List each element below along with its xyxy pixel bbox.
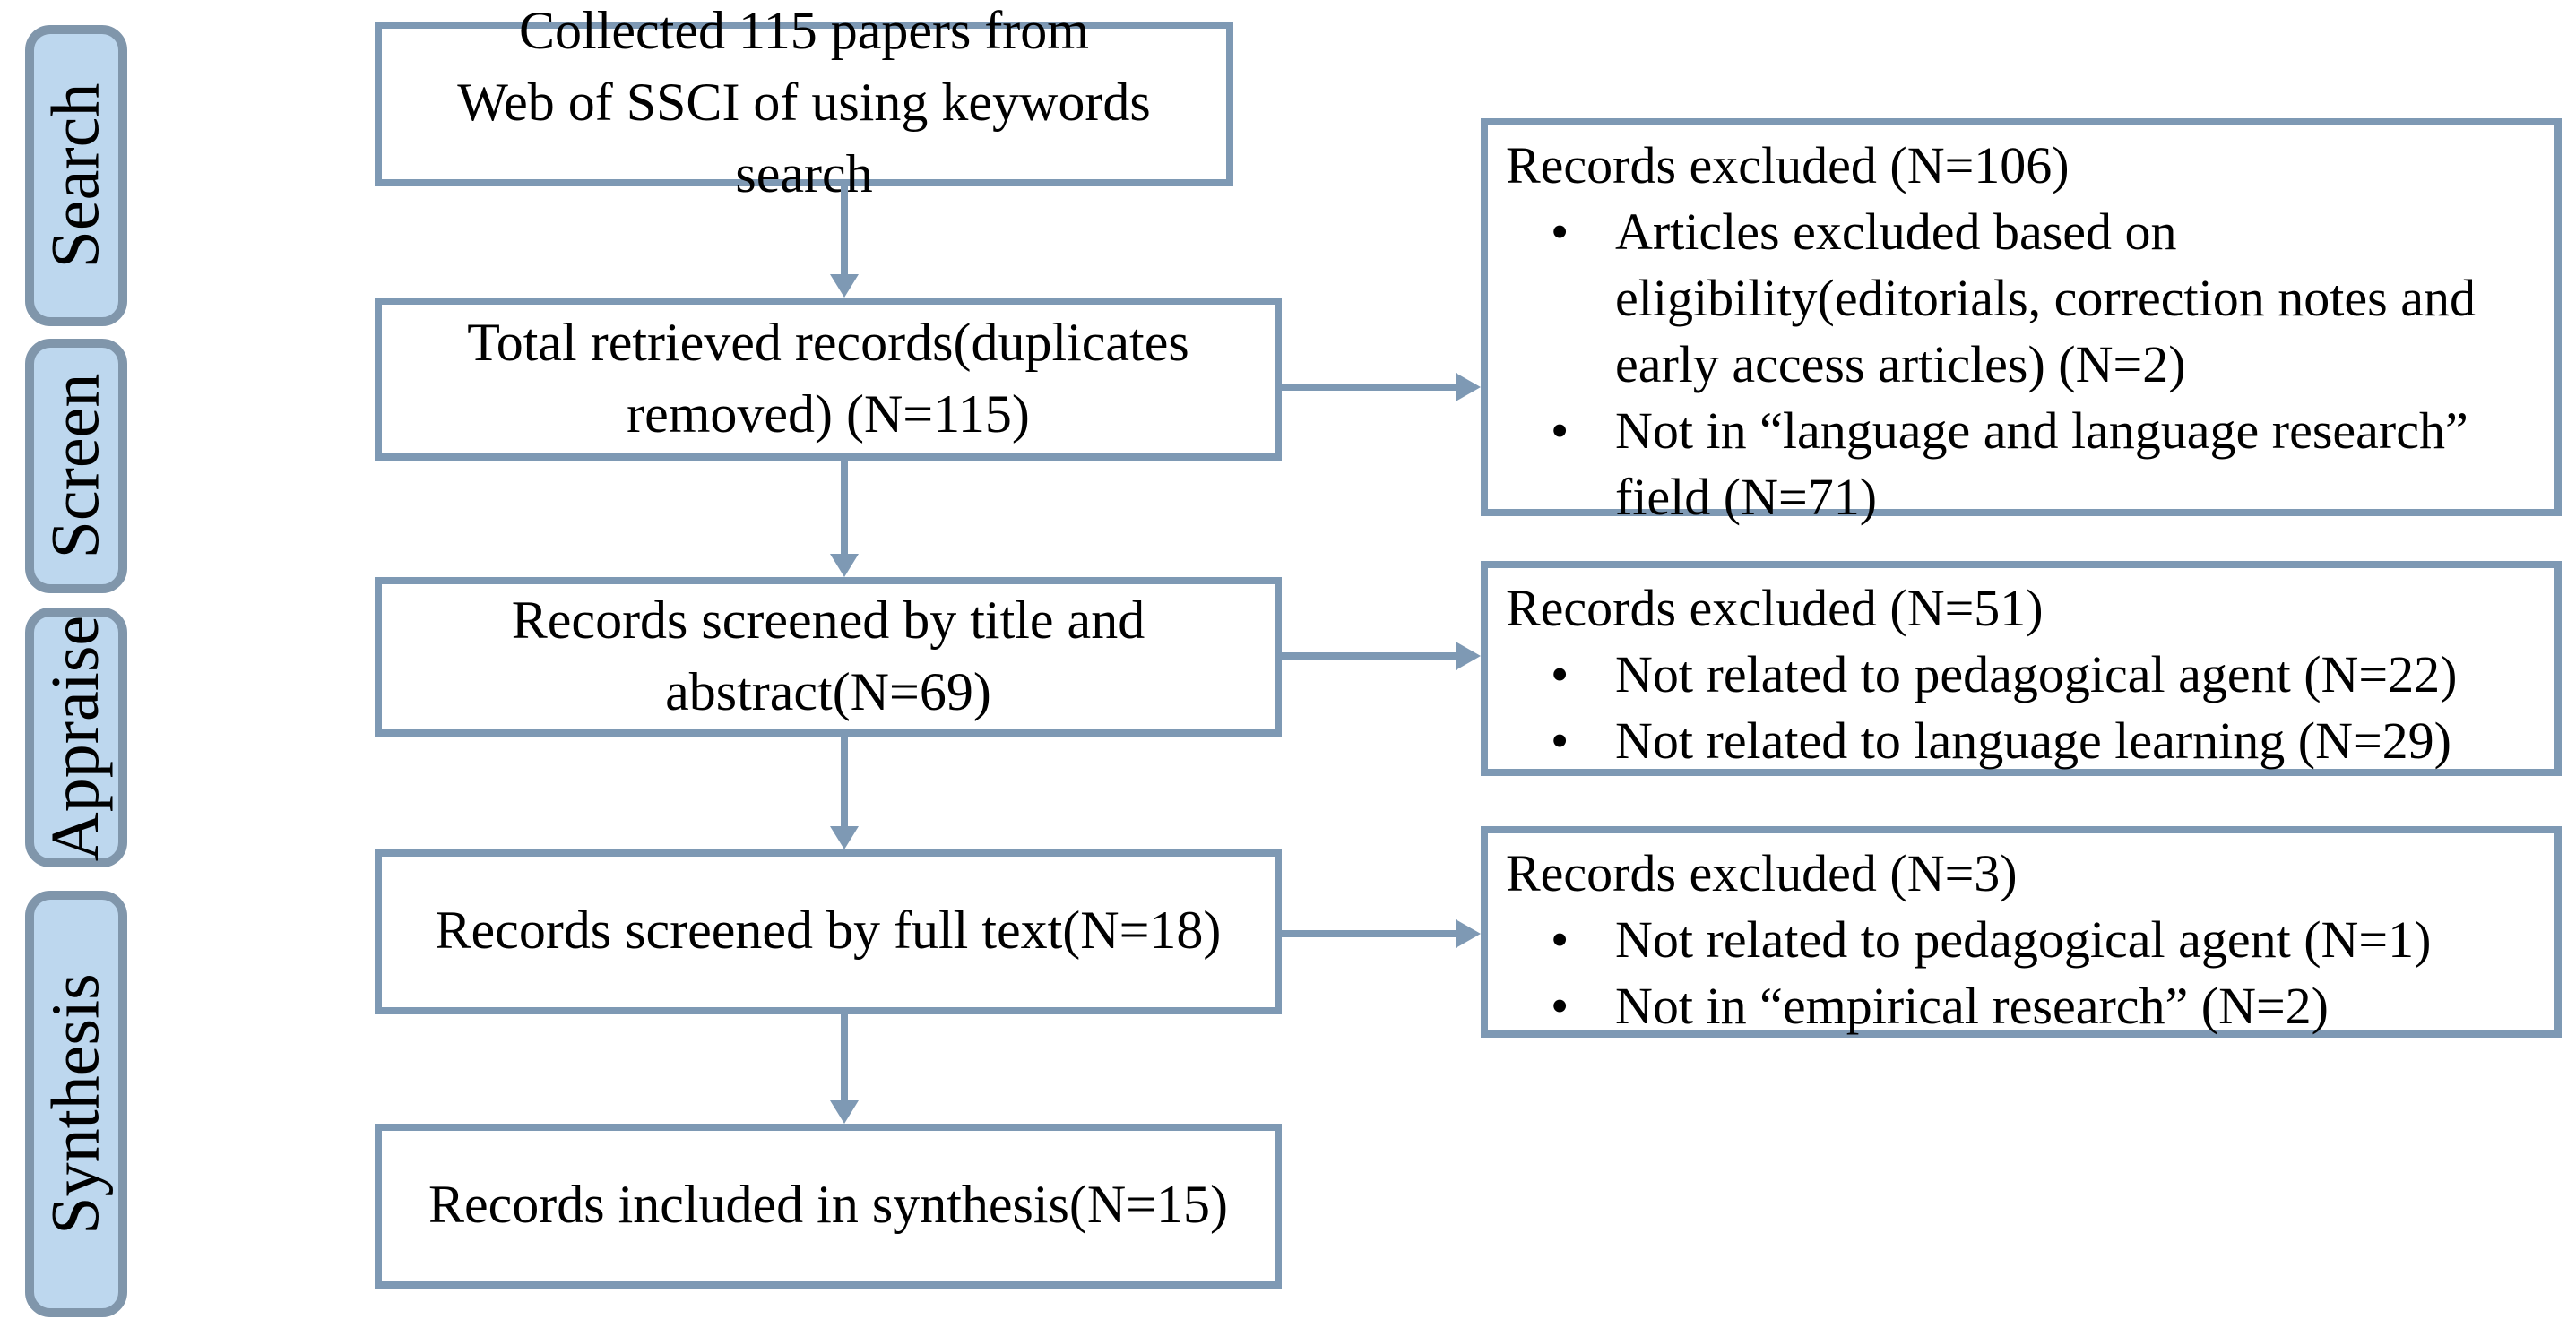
exclusion-box-2-title: Records excluded (N=51): [1506, 581, 2044, 638]
flow-box-screened-full-text: Records screened by full text(N=18): [375, 849, 1282, 1014]
bullet-icon: •: [1551, 204, 1569, 262]
arrow-down-2-line: [841, 461, 848, 554]
list-item: • Not related to pedagogical agent (N=22…: [1506, 643, 2537, 710]
arrow-down-1-head-icon: [830, 274, 859, 298]
phase-tab-appraise-label: Appraise: [39, 614, 114, 861]
arrow-right-3-head-icon: [1456, 919, 1481, 948]
bullet-icon: •: [1551, 912, 1569, 970]
flow-box-included-synthesis: Records included in synthesis(N=15): [375, 1124, 1282, 1289]
arrow-right-1-line: [1282, 384, 1456, 391]
phase-tab-search: Search: [25, 25, 127, 326]
phase-tab-synthesis: Synthesis: [25, 891, 127, 1317]
list-item: • Not in “empirical research” (N=2): [1506, 975, 2537, 1041]
arrow-down-2-head-icon: [830, 554, 859, 577]
exclusion-reason: Not related to pedagogical agent (N=22): [1615, 647, 2458, 704]
bullet-icon: •: [1551, 647, 1569, 704]
exclusion-reason: Articles excluded based on eligibility(e…: [1615, 204, 2476, 394]
exclusion-box-1: Records excluded (N=106) • Articles excl…: [1481, 118, 2562, 527]
list-item: • Not related to language learning (N=29…: [1506, 710, 2537, 776]
list-item: • Articles excluded based on eligibility…: [1506, 201, 2537, 400]
exclusion-reason: Not in “language and language research” …: [1615, 403, 2468, 527]
bullet-icon: •: [1551, 403, 1569, 461]
exclusion-box-2-list: • Not related to pedagogical agent (N=22…: [1506, 643, 2537, 776]
exclusion-reason: Not in “empirical research” (N=2): [1615, 979, 2329, 1036]
phase-tab-screen-label: Screen: [39, 373, 115, 559]
arrow-right-1-head-icon: [1456, 373, 1481, 401]
exclusion-box-2: Records excluded (N=51) • Not related to…: [1481, 561, 2562, 776]
bullet-icon: •: [1551, 979, 1569, 1036]
exclusion-box-3-list: • Not related to pedagogical agent (N=1)…: [1506, 909, 2537, 1041]
arrow-right-2-head-icon: [1456, 642, 1481, 670]
exclusion-box-3: Records excluded (N=3) • Not related to …: [1481, 826, 2562, 1038]
flow-box-retrieved: Total retrieved records(duplicates remov…: [375, 298, 1282, 461]
arrow-down-4-head-icon: [830, 1100, 859, 1124]
exclusion-reason: Not related to language learning (N=29): [1615, 713, 2451, 771]
phase-tab-search-label: Search: [39, 82, 115, 269]
phase-tab-screen: Screen: [25, 339, 127, 593]
flow-box-screened-title-abstract: Records screened by title and abstract(N…: [375, 577, 1282, 737]
exclusion-box-1-title: Records excluded (N=106): [1506, 138, 2070, 195]
list-item: • Not related to pedagogical agent (N=1): [1506, 909, 2537, 975]
flow-box-collected: Collected 115 papers from Web of SSCI of…: [375, 2, 1233, 204]
arrow-down-3-line: [841, 737, 848, 826]
arrow-down-3-head-icon: [830, 826, 859, 849]
list-item: • Not in “language and language research…: [1506, 400, 2537, 532]
bullet-icon: •: [1551, 713, 1569, 771]
arrow-down-4-line: [841, 1014, 848, 1100]
arrow-down-1-line: [841, 186, 848, 274]
arrow-right-3-line: [1282, 930, 1456, 937]
exclusion-box-3-title: Records excluded (N=3): [1506, 846, 2018, 903]
arrow-right-2-line: [1282, 652, 1456, 660]
phase-tab-appraise: Appraise: [25, 608, 127, 867]
exclusion-box-1-list: • Articles excluded based on eligibility…: [1506, 201, 2537, 532]
phase-tab-synthesis-label: Synthesis: [39, 973, 115, 1235]
exclusion-reason: Not related to pedagogical agent (N=1): [1615, 912, 2432, 970]
